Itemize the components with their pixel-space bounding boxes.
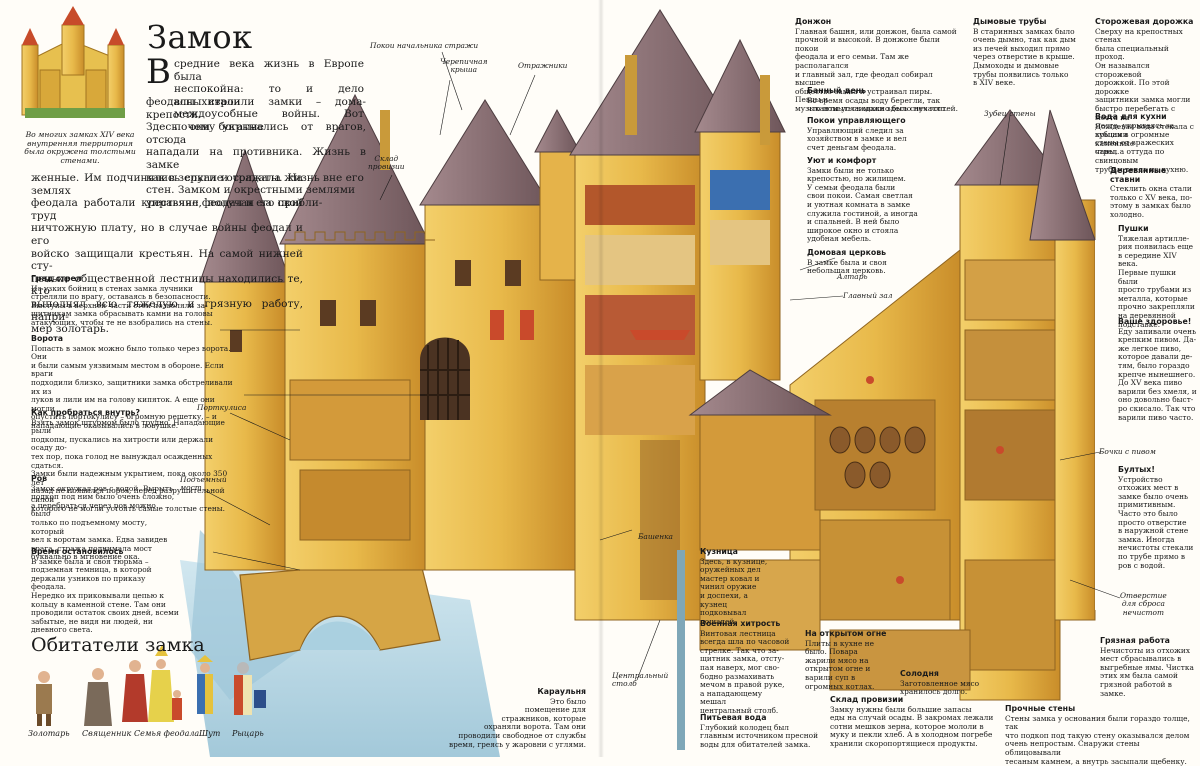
figure-family	[122, 645, 182, 722]
intro-line: нападали на противника. Жизнь в замке	[146, 146, 366, 171]
residents-title: Обитатели замка	[31, 634, 205, 656]
page-title: Замок	[147, 18, 253, 56]
label-cherepichnaya: Черепичная крыша	[440, 57, 488, 75]
resident-label: Семья феодала	[134, 729, 200, 738]
caption-banny-den: Банный день Во время осады воду берегли,…	[807, 86, 948, 114]
intro-line: выполнял всю тяжелую и грязную работу, н…	[31, 297, 303, 323]
intro-line: средние века жизнь в Европе была	[174, 58, 364, 83]
label-bashenka: Башенка	[638, 532, 673, 541]
intro-line: междоусобные войны. Вот почему богатые	[174, 108, 364, 133]
intro-line: управлял феодал и его прибли-	[146, 196, 323, 209]
intro-line: Здесь они укрывались от врагов, отсюда	[146, 121, 366, 146]
residents-figures	[36, 645, 266, 726]
intro-text-top: средние века жизнь в Европе была неспоко…	[174, 58, 364, 134]
book-gutter	[598, 0, 604, 757]
label-bochki: Бочки с пивом	[1099, 447, 1156, 456]
label-portkulisa: Порткулиса	[197, 403, 247, 412]
intro-text-bottom: женные. Им подчинялись слуги и солдаты. …	[31, 172, 303, 336]
caption-pushki: Пушки Тяжелая артилле-рия появилась еще …	[1118, 224, 1195, 329]
thumbnail-castle	[18, 6, 128, 128]
intro-text-mid: феодалы строили замки – дома-крепости. З…	[146, 96, 366, 209]
resident-label: Священник	[82, 729, 132, 738]
caption-kak-probratsya: Как пробраться внутрь? Взять замок штурм…	[31, 408, 228, 513]
left-gatehouse	[199, 93, 581, 571]
intro-line: ничтожную плату, но в случае войны феода…	[31, 222, 303, 247]
central-keep	[569, 9, 786, 750]
label-otverstie: Отверстие для сброса нечистот	[1120, 591, 1167, 617]
label-otrazhniki: Отражники	[518, 61, 568, 70]
caption-kuznitsa: Кузница Здесь, в кузнице,оружейных дел м…	[700, 547, 768, 626]
right-wing	[688, 109, 1096, 701]
figure-knight	[234, 662, 266, 715]
resident-label: Золотарь	[28, 729, 70, 738]
caption-vorota: Ворота Попасть в замок можно было только…	[31, 334, 233, 430]
intro-dropcap: В	[146, 52, 171, 92]
intro-line: стен. Замком и окрестными землями	[146, 184, 356, 197]
caption-grad-strel: Град стрел Из узких бойниц в стенах замк…	[31, 274, 213, 327]
caption-pokoi-upravl: Покои управляющего Управляющий следил за…	[807, 116, 907, 152]
label-tsentralny-stolb: Центральный столб	[612, 671, 669, 689]
figure-jester	[197, 655, 213, 714]
caption-storozhevaya: Сторожевая дорожка Сверху на крепостных …	[1095, 17, 1194, 156]
thumbnail-caption: Во многих замках XIV века внутренняя тер…	[24, 130, 136, 165]
resident-label: Шут	[199, 729, 221, 738]
label-glavny-zal: Главный зал	[843, 291, 893, 300]
intro-line: пеньке общественной лестницы находились …	[31, 272, 303, 298]
intro-line: неспокойна: то и дело вспыхивали	[174, 83, 364, 108]
label-podyemny-most: Подъемный мост	[180, 475, 227, 493]
intro-line: феодала работали крестьяне, получая за с…	[31, 197, 303, 222]
label-altar: Алтарь	[837, 272, 868, 281]
intro-line: мер золотарь.	[31, 323, 110, 336]
caption-donzhon: Донжон Главная башня, или донжон, была с…	[795, 17, 958, 113]
intro-line: феодалы строили замки – дома-крепости.	[146, 96, 366, 121]
label-pokoi-strazhi: Покои начальника стражи	[370, 41, 479, 50]
caption-vremya: Время остановилось В замке была и своя т…	[31, 547, 179, 635]
intro-line: женные. Им подчинялись слуги и солдаты. …	[31, 172, 303, 197]
resident-label: Рыцарь	[232, 729, 264, 738]
intro-line: как в зеркале отражала жизнь вне его	[146, 171, 364, 184]
label-zubets: Зубец стены	[984, 109, 1036, 118]
intro-line: войско защищали крестьян. На самой нижне…	[31, 247, 303, 273]
label-sklad: Склад провизии	[368, 154, 405, 172]
caption-sklad-provizii: Склад провизии Замку нужны были большие …	[830, 695, 994, 748]
figure-priest	[84, 668, 112, 726]
figure-zolotar	[36, 671, 52, 726]
